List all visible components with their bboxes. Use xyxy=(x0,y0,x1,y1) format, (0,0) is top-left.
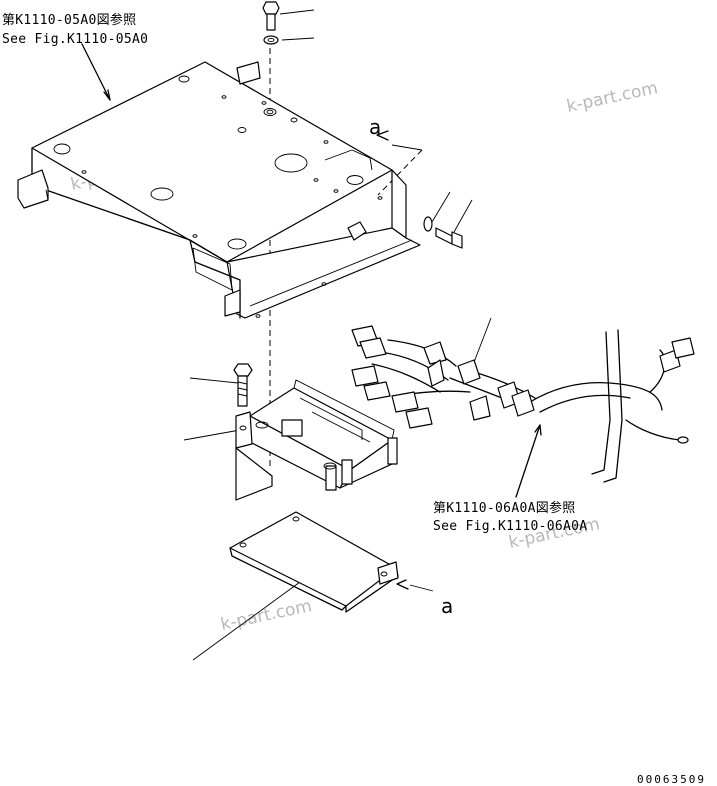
reference-top-en: See Fig.K1110-05A0 xyxy=(2,32,148,47)
controller xyxy=(249,379,398,491)
side-bolt xyxy=(435,227,463,249)
controller-cover xyxy=(229,511,399,613)
side-washer xyxy=(423,216,433,232)
reference-right-jp: 第K1110-06A0A図参照 xyxy=(433,500,576,516)
section-callout-a-bottom: a xyxy=(441,594,453,618)
support-plate xyxy=(17,61,421,319)
top-washer xyxy=(263,35,279,45)
top-bolt xyxy=(262,1,280,31)
watermark-3: k-part.com xyxy=(219,596,314,635)
reference-top-jp: 第K1110-05A0図参照 xyxy=(2,12,136,28)
reference-right-en: See Fig.K1110-06A0A xyxy=(433,519,587,534)
wiring-harness xyxy=(351,325,695,483)
watermark-1: k-part.com xyxy=(565,78,660,117)
section-callout-a-top: a xyxy=(369,115,381,139)
controller-bracket xyxy=(235,411,273,501)
controller-mount-bolt xyxy=(233,363,253,407)
illustration-number: 00063509 xyxy=(637,773,706,786)
